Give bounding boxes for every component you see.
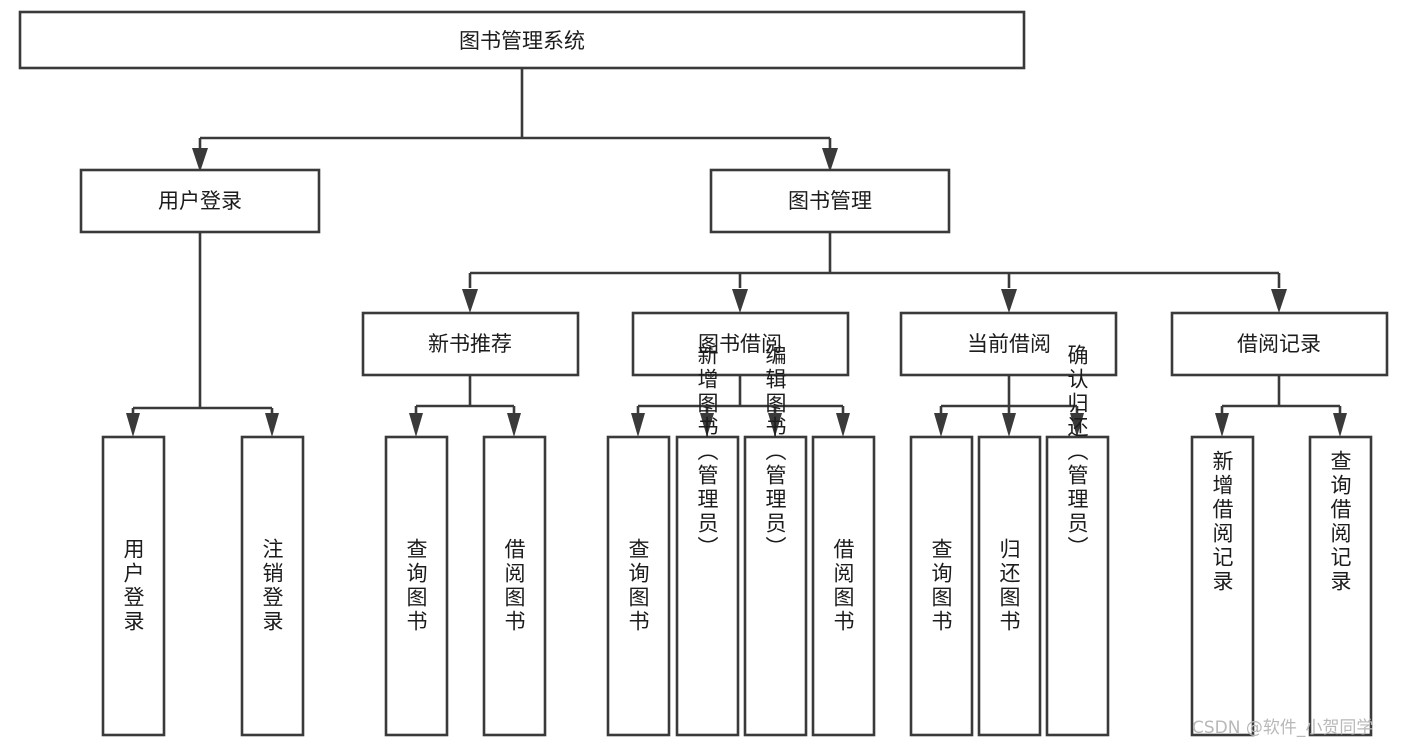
leaf-edit-book-box[interactable] [743,435,808,737]
leaf-logout-login-label: 注销登录 [260,538,284,634]
leaf-add-record-label: 新增借阅记录 [1210,450,1234,594]
arrow-to-book-borrow [732,289,748,313]
leaf-add-record-box[interactable] [1190,435,1255,737]
leaf-borrow-book-2-box[interactable] [811,435,876,737]
leaf-borrow-book-2-label: 借阅图书 [831,538,855,634]
leaf-query-book-1-label: 查询图书 [404,538,428,634]
leaf-confirm-return-label: 确认归还（管理员） [1065,344,1089,560]
leaf-return-book-box[interactable] [977,435,1042,737]
leaf-logout-login-box[interactable] [240,435,305,737]
arrow-to-leaf-return-book [1002,413,1016,437]
leaf-confirm-return-box[interactable] [1045,435,1110,737]
edge-root-trunk [198,68,832,158]
leaf-query-book-3[interactable]: 查询图书 [909,435,974,737]
leaf-borrow-book-1[interactable]: 借阅图书 [482,435,547,737]
edge-current-borrow-trunk [939,375,1079,418]
leaf-query-book-2-box[interactable] [606,435,671,737]
node-root-box[interactable] [18,10,1026,70]
edge-new-book-recommend-trunk [414,375,516,418]
leaf-add-book[interactable]: 新增图书（管理员） [675,344,740,737]
node-new-book-recommend[interactable]: 新书推荐 [361,311,580,377]
node-book-management-box[interactable] [709,168,951,234]
arrow-to-leaf-borrow-book-1 [507,413,521,437]
edge-borrow-record-trunk [1220,375,1342,418]
arrow-to-leaf-user-login [126,413,140,437]
node-current-borrow-box[interactable] [899,311,1118,377]
leaf-return-book-label: 归还图书 [997,538,1021,634]
arrow-to-leaf-query-book-1 [409,413,423,437]
arrow-to-leaf-add-book [700,413,714,437]
leaf-query-record[interactable]: 查询借阅记录 [1308,435,1373,737]
arrow-to-book-management [822,148,838,172]
arrow-to-borrow-record [1271,289,1287,313]
leaf-borrow-book-1-box[interactable] [482,435,547,737]
node-borrow-record-label: 借阅记录 [1237,332,1321,356]
leaf-add-record[interactable]: 新增借阅记录 [1190,435,1255,737]
node-borrow-record-box[interactable] [1170,311,1389,377]
node-borrow-record[interactable]: 借阅记录 [1170,311,1389,377]
leaf-edit-book[interactable]: 编辑图书（管理员） [743,344,808,737]
arrow-to-leaf-edit-book [768,413,782,437]
leaf-borrow-book-2[interactable]: 借阅图书 [811,435,876,737]
arrow-to-current-borrow [1001,289,1017,313]
node-root-label: 图书管理系统 [459,29,585,53]
node-user-login[interactable]: 用户登录 [79,168,321,234]
leaf-query-book-3-box[interactable] [909,435,974,737]
leaf-add-book-label: 新增图书（管理员） [695,344,719,560]
leaf-query-book-1-box[interactable] [384,435,449,737]
arrow-to-leaf-logout-login [265,413,279,437]
node-new-book-recommend-label: 新书推荐 [428,332,512,356]
arrow-to-leaf-add-record [1215,413,1229,437]
leaf-user-login-label: 用户登录 [121,538,145,634]
leaf-query-book-2[interactable]: 查询图书 [606,435,671,737]
leaf-add-book-box[interactable] [675,435,740,737]
arrow-to-new-book-recommend [462,289,478,313]
edge-user-login-trunk [131,232,274,420]
leaf-query-record-box[interactable] [1308,435,1373,737]
leaf-confirm-return[interactable]: 确认归还（管理员） [1045,344,1110,737]
node-current-borrow-label: 当前借阅 [967,332,1051,356]
edge-book-borrow-trunk [636,375,845,418]
arrow-to-leaf-borrow-book-2 [836,413,850,437]
leaf-query-book-1[interactable]: 查询图书 [384,435,449,737]
arrow-to-user-login [192,148,208,172]
edge-book-management-trunk [468,232,1281,288]
node-book-management[interactable]: 图书管理 [709,168,951,234]
leaf-logout-login[interactable]: 注销登录 [240,435,305,737]
node-user-login-label: 用户登录 [158,189,242,213]
arrow-to-leaf-query-record [1333,413,1347,437]
leaf-user-login-box[interactable] [101,435,166,737]
node-book-borrow-label: 图书借阅 [698,332,782,356]
node-root[interactable]: 图书管理系统 [18,10,1026,70]
arrow-to-leaf-query-book-3 [934,413,948,437]
leaf-query-record-label: 查询借阅记录 [1328,450,1352,594]
node-book-borrow[interactable]: 图书借阅 [631,311,850,377]
node-book-management-label: 图书管理 [788,189,872,213]
node-book-borrow-box[interactable] [631,311,850,377]
node-current-borrow[interactable]: 当前借阅 [899,311,1118,377]
leaf-edit-book-label: 编辑图书（管理员） [763,344,787,560]
arrow-to-leaf-query-book-2 [631,413,645,437]
node-user-login-box[interactable] [79,168,321,234]
arrow-to-leaf-confirm-return [1070,413,1084,437]
leaf-return-book[interactable]: 归还图书 [977,435,1042,737]
connector-layer [126,68,1347,437]
leaf-query-book-3-label: 查询图书 [929,538,953,634]
leaf-user-login[interactable]: 用户登录 [101,435,166,737]
leaf-query-book-2-label: 查询图书 [626,538,650,634]
node-new-book-recommend-box[interactable] [361,311,580,377]
leaf-borrow-book-1-label: 借阅图书 [502,538,526,634]
